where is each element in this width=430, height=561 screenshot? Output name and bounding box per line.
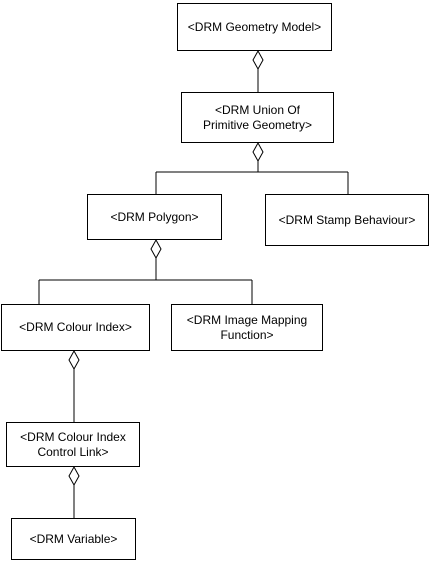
aggregation-diamond-union: [252, 141, 264, 163]
node-label: <DRM Polygon>: [110, 209, 199, 224]
node-label: <DRM Variable>: [29, 531, 118, 546]
node-drm-union-of-primitive-geometry: <DRM Union Of Primitive Geometry>: [181, 92, 334, 143]
aggregation-diamond-colour-index: [68, 349, 80, 371]
aggregation-diamond-colour-link: [68, 465, 80, 487]
node-drm-polygon: <DRM Polygon>: [87, 194, 222, 240]
node-label: <DRM Stamp Behaviour>: [278, 212, 416, 227]
node-drm-image-mapping-function: <DRM Image Mapping Function>: [171, 304, 323, 351]
node-label: <DRM Colour Index Control Link>: [20, 429, 126, 459]
node-label: <DRM Image Mapping Function>: [186, 312, 308, 342]
node-drm-variable: <DRM Variable>: [11, 518, 136, 560]
node-drm-colour-index: <DRM Colour Index>: [1, 304, 150, 351]
aggregation-diamond-geometry-model: [252, 49, 264, 71]
node-label: <DRM Colour Index>: [19, 320, 132, 334]
node-label: <DRM Geometry Model>: [187, 19, 322, 34]
node-drm-stamp-behaviour: <DRM Stamp Behaviour>: [265, 194, 429, 246]
node-drm-geometry-model: <DRM Geometry Model>: [177, 3, 332, 51]
node-drm-colour-index-control-link: <DRM Colour Index Control Link>: [6, 422, 140, 467]
node-label: <DRM Union Of Primitive Geometry>: [202, 102, 313, 132]
aggregation-diamond-polygon: [150, 238, 162, 260]
